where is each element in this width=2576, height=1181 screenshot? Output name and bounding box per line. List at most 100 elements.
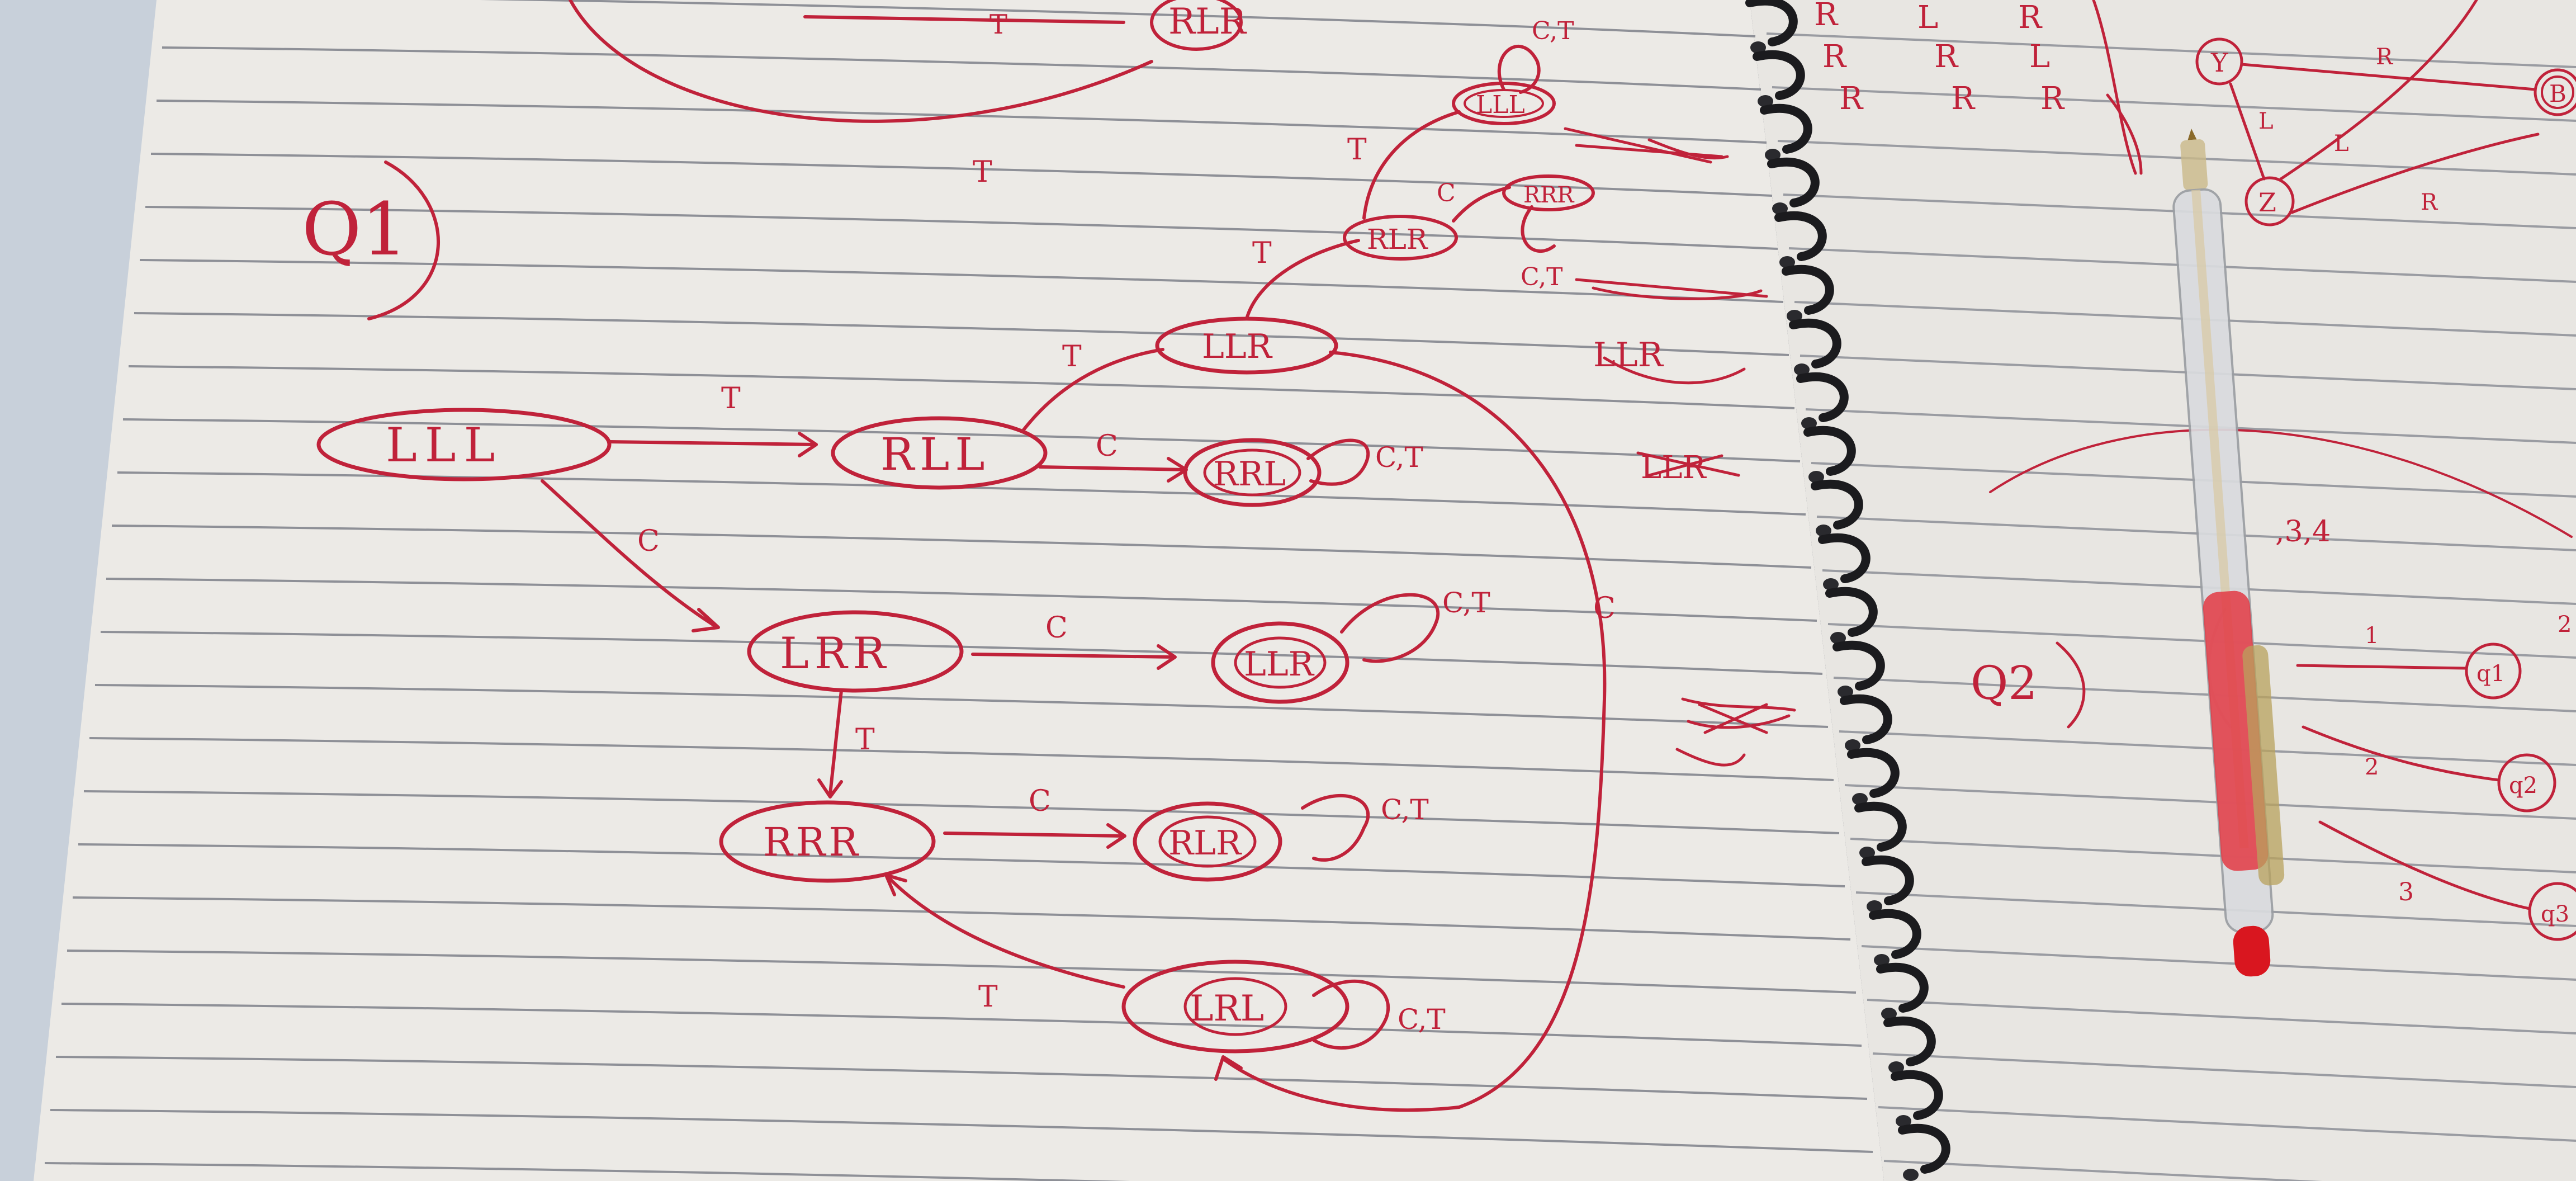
edge-label-rlr-rrr2: C [1437,179,1456,207]
punch-hole [1867,900,1882,913]
self-loop-rlr2 [1301,793,1370,862]
right-page [1750,0,2576,1181]
punch-hole [1874,954,1890,966]
spiral-coil [1818,533,1871,583]
spiral-coil [1854,801,1907,852]
ruled-line [94,684,1829,728]
table-cell-r2c2: R [2040,81,2065,117]
ruled-line [89,737,1834,781]
self-loop-lrl [1312,979,1390,1050]
ruled-line [477,0,1756,37]
state-node-rrr: RRR [719,800,936,883]
self-loop-label-rlr2: C,T [1381,793,1429,826]
state-node-top-partial [1150,0,1243,51]
spiral-coil [1811,479,1863,530]
ruled-line [55,1056,1868,1100]
spiral-coil [1825,587,1878,637]
ruled-line [1855,891,2576,927]
punch-hole [1772,202,1788,215]
nfa-edge-label-4: 2 [2558,612,2572,637]
nfa-edge-label-1: 1 [2365,623,2379,649]
question-label-q1: Q1 [302,187,408,272]
ruled-line [44,1162,1130,1181]
punch-hole [1801,417,1817,429]
punch-hole [1779,256,1795,268]
ruled-line [1839,730,2576,766]
ruled-line [1861,945,2576,981]
ruled-line [150,153,1773,197]
spiral-coil [1745,0,1798,46]
punch-hole [1838,686,1853,698]
state-node-llr2: LLR [1211,621,1349,704]
punch-hole [1823,578,1839,590]
state-node-rll: RLL [831,416,1048,490]
punch-hole [1758,95,1773,107]
ruled-line [72,896,1851,941]
state-label-llr2: LLR [1244,645,1315,684]
q1-bracket [367,160,440,320]
edge-llr-lrl [1223,351,1607,1112]
state-node-lrr: LRR [747,610,964,693]
ruled-line [78,843,1845,887]
nfa-edge-label-2: 2 [2365,754,2379,780]
table-cell-r2c0: R [1839,81,1864,117]
state-node-rrl: RRL [1183,438,1322,507]
punch-hole [1859,847,1875,859]
nfa-node-q2 [2497,753,2556,812]
arrowhead-lll-rll [798,432,818,457]
edge-top-arc [569,0,1153,123]
ruled-line [100,631,1823,675]
ruled-line [1822,569,2576,605]
nfa-sketch: q1 q2 q3 1 2 3 2 [2207,608,2576,941]
edge-label-lrl-rrr: T [978,980,998,1014]
ruled-line [128,365,1795,409]
self-loop-rrl [1306,438,1370,486]
graph-edge-z-up [2279,0,2478,181]
graph-edge-left-arrow [2106,93,2143,175]
edge-top-partial [803,15,1125,24]
edge-label-lrr-rrr: T [855,723,875,757]
punch-hole [1852,793,1868,805]
nfa-node-q3 [2528,882,2576,941]
edge-label-rll-rrl: C [1096,429,1118,463]
right-page-arc [1989,428,2573,538]
self-loop-label-lll2: C,T [1532,17,1574,45]
pen-clip [2242,645,2285,886]
margin-scribble-5 [1675,697,1796,767]
ballpoint-pen [2172,129,2285,977]
self-loop-rrr2 [1521,205,1556,253]
self-loop-label-rrr2: C,T [1521,263,1562,291]
ruled-line [162,46,1761,91]
spiral-coil [1753,50,1805,100]
table-cell-r2c1: R [1951,81,1976,117]
nfa-node-label-q3: q3 [2541,901,2569,927]
spiral-coil [1869,909,1921,959]
ruled-line [156,100,1767,144]
edge-label-llr-rlr: T [1252,237,1272,270]
ruled-line [134,312,1789,356]
ruled-line [1867,999,2576,1034]
arrowhead-rrr-rlr2 [1106,823,1126,849]
ruled-line [61,1003,1862,1047]
graph-node-z [2244,176,2295,226]
state-node-rrr2: RRR [1502,174,1595,211]
margin-scribble-2 [1575,278,1768,300]
state-label-rrr2: RRR [1523,182,1575,208]
edge-label-lll-rll: T [721,382,741,415]
punch-hole [1888,1061,1904,1074]
spiral-coil [1789,318,1841,369]
spiral-coil [1767,157,1820,207]
right-table: R L R R R L R R R [1814,0,2065,117]
state-label-top-partial: RLR [1168,1,1247,42]
q2-bracket [2056,641,2086,729]
ruled-line [1827,623,2576,659]
edge-lll-lrr [541,479,717,628]
ruled-line [1833,677,2576,712]
graph-edge-z-b [2290,133,2540,214]
state-label-rrl: RRL [1213,455,1286,494]
edge-llr-rlr [1245,239,1360,320]
nfa-edge-2 [2302,725,2501,782]
edge-rll-llr [1021,348,1164,432]
edge-lrl-rrr [887,876,1125,989]
self-loop-label-rrl: C,T [1375,441,1423,474]
